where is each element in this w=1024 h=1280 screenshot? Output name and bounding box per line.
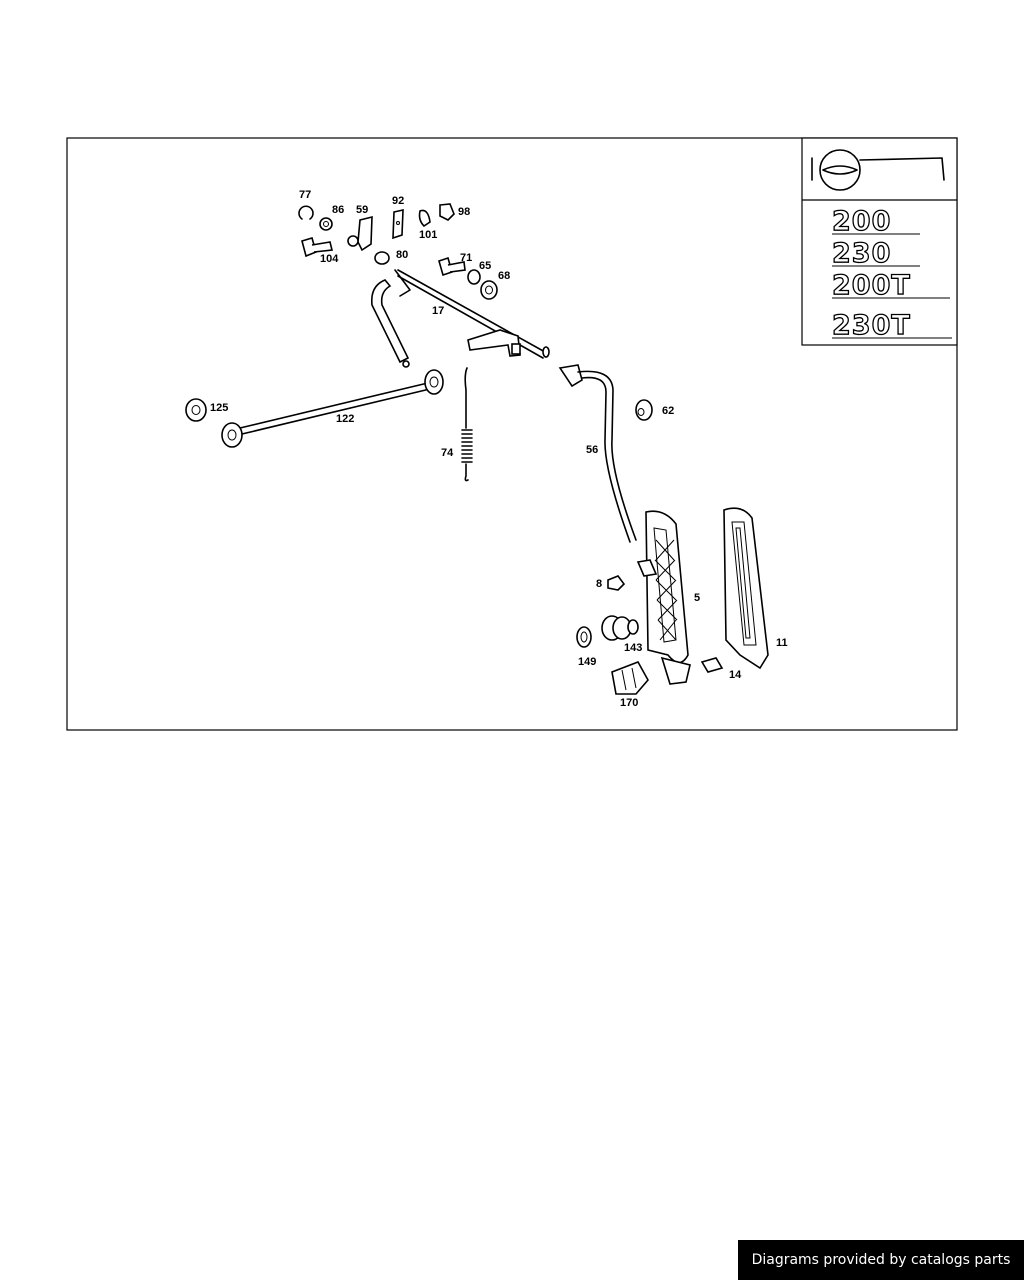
diagram-frame bbox=[66, 137, 958, 731]
part-68-bushing bbox=[480, 280, 498, 300]
label-71: 71 bbox=[460, 252, 472, 264]
part-14-clip bbox=[700, 657, 724, 673]
label-56: 56 bbox=[586, 444, 598, 456]
part-92-plate bbox=[392, 208, 404, 240]
label-14: 14 bbox=[729, 669, 742, 681]
part-65-washer bbox=[467, 269, 481, 285]
part-77-clip bbox=[298, 205, 314, 220]
part-5-pedal bbox=[636, 510, 691, 685]
part-104-bolt bbox=[301, 237, 333, 258]
part-80-bushing bbox=[374, 251, 390, 265]
label-122: 122 bbox=[336, 413, 354, 425]
part-11-pedal-pad bbox=[723, 507, 769, 670]
model-200t: 200T bbox=[832, 270, 911, 301]
label-92: 92 bbox=[392, 195, 404, 207]
part-143-bushing bbox=[601, 615, 639, 641]
model-230t: 230T bbox=[832, 310, 911, 341]
credit-banner: Diagrams provided by catalogs parts bbox=[738, 1240, 1024, 1280]
part-17-shaft bbox=[370, 269, 550, 368]
part-122-rod bbox=[221, 369, 444, 448]
part-98-clip bbox=[439, 203, 455, 221]
part-149-washer bbox=[576, 626, 592, 648]
label-104: 104 bbox=[320, 253, 339, 265]
label-86: 86 bbox=[332, 204, 344, 216]
part-8-nut bbox=[607, 575, 626, 591]
label-74: 74 bbox=[441, 447, 454, 459]
label-125: 125 bbox=[210, 402, 228, 414]
part-59-bracket bbox=[347, 215, 373, 252]
model-panel: 200 230 200T 230T bbox=[801, 137, 958, 346]
model-230: 230 bbox=[832, 238, 891, 269]
label-11: 11 bbox=[776, 637, 788, 649]
label-101: 101 bbox=[419, 229, 437, 241]
label-98: 98 bbox=[458, 206, 470, 218]
part-125-bushing bbox=[185, 398, 207, 422]
label-62: 62 bbox=[662, 405, 674, 417]
label-149: 149 bbox=[578, 656, 596, 668]
label-17: 17 bbox=[432, 305, 444, 317]
part-71-bolt bbox=[438, 256, 466, 277]
part-56-pedal-rod bbox=[558, 364, 637, 543]
part-101-clip bbox=[418, 209, 431, 228]
label-68: 68 bbox=[498, 270, 510, 282]
label-80: 80 bbox=[396, 249, 408, 261]
label-77: 77 bbox=[299, 189, 311, 201]
part-62-bushing bbox=[635, 399, 653, 421]
steering-wheel-icon bbox=[811, 149, 945, 191]
part-170-housing bbox=[611, 661, 649, 695]
label-65: 65 bbox=[479, 260, 491, 272]
label-8: 8 bbox=[596, 578, 602, 590]
label-170: 170 bbox=[620, 697, 638, 709]
part-74-spring bbox=[461, 367, 473, 482]
label-5: 5 bbox=[694, 592, 700, 604]
model-200: 200 bbox=[832, 206, 891, 237]
part-86-washer bbox=[319, 217, 333, 231]
label-59: 59 bbox=[356, 204, 368, 216]
label-143: 143 bbox=[624, 642, 642, 654]
